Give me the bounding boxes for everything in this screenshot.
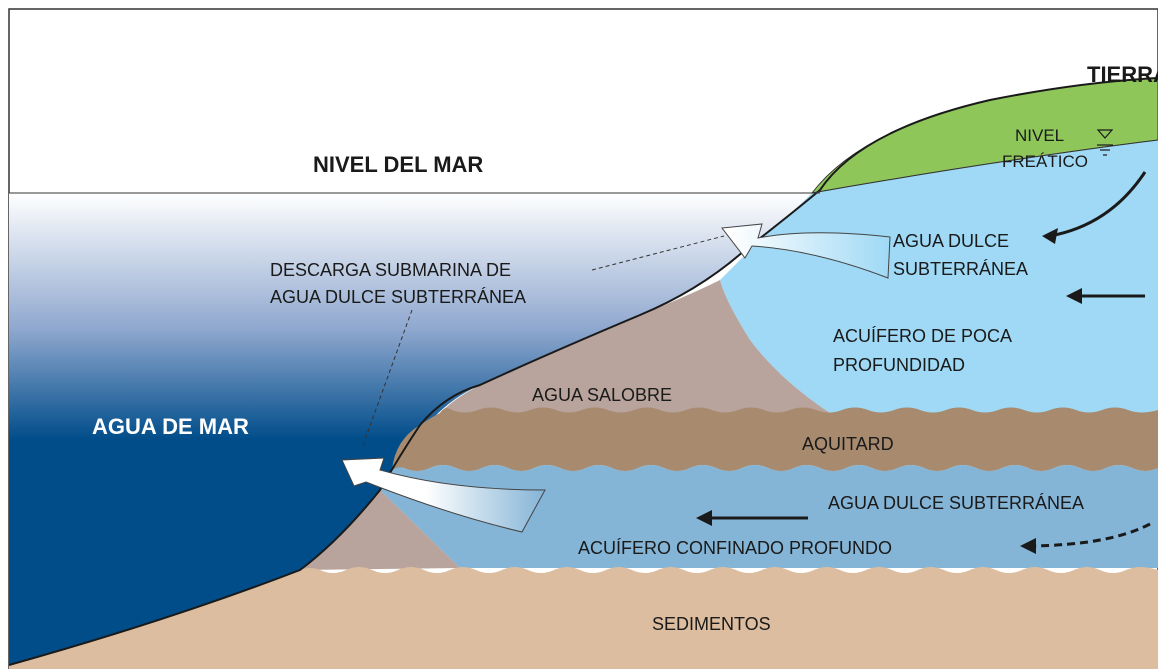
aquitard-layer xyxy=(392,407,1158,471)
deep-fresh-groundwater-label: AGUA DULCE SUBTERRÁNEA xyxy=(828,493,1084,513)
water-table-label-line2: FREÁTICO xyxy=(1002,152,1088,171)
flow-arrow-head-icon xyxy=(1066,288,1082,304)
lower-discharge-arrow xyxy=(341,457,546,533)
deep-confined-aquifer-label: ACUÍFERO CONFINADO PROFUNDO xyxy=(578,538,892,558)
fresh-groundwater-label-line2: SUBTERRÁNEA xyxy=(893,259,1028,279)
water-table-line xyxy=(811,139,1158,194)
discharge-leader-line-lower xyxy=(361,309,413,449)
upper-discharge-arrow xyxy=(721,223,891,279)
sediments-layer xyxy=(9,567,1158,669)
sediments-label: SEDIMENTOS xyxy=(652,614,771,634)
discharge-leader-line-upper xyxy=(591,235,725,271)
submarine-discharge-label-line2: AGUA DULCE SUBTERRÁNEA xyxy=(270,287,526,307)
flow-arrow-head-icon xyxy=(1042,228,1058,244)
flow-arrow-head-icon xyxy=(696,510,712,526)
shallow-aquifer-zone xyxy=(720,140,1158,413)
land-label: TIERRA xyxy=(1087,62,1158,87)
brackish-water-label: AGUA SALOBRE xyxy=(532,385,672,405)
seawater-label: AGUA DE MAR xyxy=(92,414,249,439)
dashed-flow-arrow-head-icon xyxy=(1020,538,1036,554)
aquitard-label: AQUITARD xyxy=(802,434,894,454)
water-table-label-line1: NIVEL xyxy=(1015,126,1064,145)
water-table-symbol-icon xyxy=(1096,129,1114,156)
brackish-zone xyxy=(440,280,830,413)
shallow-aquifer-label-line2: PROFUNDIDAD xyxy=(833,355,965,375)
shallow-aquifer-label-line1: ACUÍFERO DE POCA xyxy=(833,326,1012,346)
dashed-flow-arrow-icon xyxy=(1029,522,1151,548)
seabed-line xyxy=(8,77,1158,666)
fresh-groundwater-label-line1: AGUA DULCE xyxy=(893,231,1009,251)
brackish-wedge-lower xyxy=(300,490,460,570)
sea-level-label: NIVEL DEL MAR xyxy=(313,152,483,177)
flow-arrow-icon xyxy=(1049,171,1147,238)
submarine-discharge-label-line1: DESCARGA SUBMARINA DE xyxy=(270,260,511,280)
